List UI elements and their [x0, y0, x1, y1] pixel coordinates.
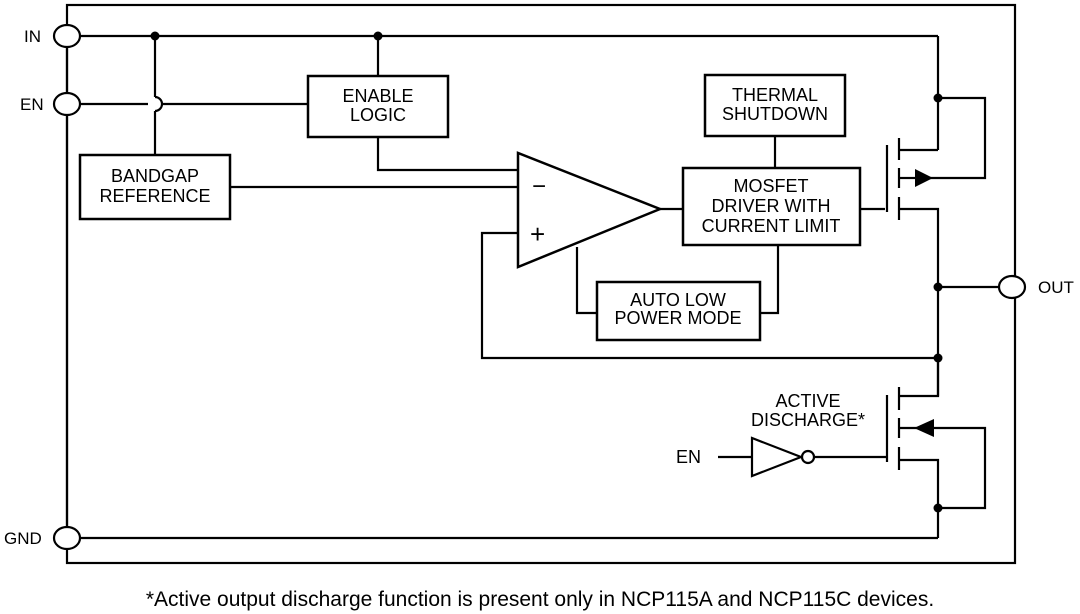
junction-dot — [933, 353, 943, 363]
error-amplifier — [516, 151, 664, 269]
bandgap-reference-block — [78, 153, 232, 221]
pin-in-circle — [52, 23, 82, 49]
auto-low-power-block — [595, 280, 762, 342]
opamp-to-auto-low — [575, 247, 597, 315]
pin-gnd-circle — [52, 525, 82, 551]
pin-gnd-label: GND — [4, 529, 42, 548]
discharge-body-wire — [932, 426, 987, 510]
junction-dot — [933, 503, 943, 513]
discharge-body-arrow — [914, 419, 934, 437]
junction-dot — [150, 31, 160, 41]
pass-body-wire — [930, 96, 987, 180]
thermal-shutdown-block — [703, 73, 847, 138]
pin-out-label: OUT — [1038, 278, 1074, 297]
inverter-bubble — [800, 449, 816, 465]
pass-source-wire — [900, 207, 940, 396]
mosfet-driver-label-2: DRIVER WITH — [712, 196, 831, 216]
active-discharge-label-1: ACTIVE — [775, 391, 840, 411]
enable-logic-label-1: ENABLE — [342, 86, 413, 106]
chip-outline — [65, 3, 1017, 565]
discharge-source-wire — [900, 458, 940, 538]
footnote: *Active output discharge function is pre… — [146, 588, 934, 611]
auto-low-label-1: AUTO LOW — [630, 290, 726, 310]
mosfet-driver-block — [681, 166, 862, 247]
thermal-label-1: THERMAL — [732, 85, 818, 105]
junction-dot — [933, 93, 943, 103]
pass-body-arrow — [915, 169, 933, 187]
opamp-plus-sign: + — [530, 219, 545, 249]
opamp-minus-sign: − — [532, 173, 546, 200]
pin-out-circle — [997, 274, 1027, 300]
bandgap-label-2: REFERENCE — [99, 186, 210, 206]
enable-logic-block — [306, 74, 450, 139]
active-discharge-label-2: DISCHARGE* — [751, 410, 865, 430]
driver-to-auto-low — [760, 245, 780, 315]
enable-logic-label-2: LOGIC — [350, 105, 406, 125]
discharge-drain-wire — [900, 358, 940, 398]
junction-dot — [933, 282, 943, 292]
enable-to-minus — [376, 137, 518, 172]
pin-in-label: IN — [24, 27, 41, 46]
mosfet-driver-label-1: MOSFET — [734, 176, 809, 196]
junction-dot — [373, 31, 383, 41]
crossover-hop — [154, 95, 164, 113]
auto-low-label-2: POWER MODE — [614, 308, 741, 328]
pin-en-label: EN — [20, 95, 44, 114]
mosfet-driver-label-3: CURRENT LIMIT — [702, 216, 841, 236]
bandgap-label-1: BANDGAP — [111, 166, 199, 186]
thermal-label-2: SHUTDOWN — [722, 104, 828, 124]
discharge-en-label: EN — [676, 447, 701, 467]
feedback-wire — [480, 231, 938, 360]
pin-en-circle — [52, 91, 82, 117]
inverter-symbol — [750, 436, 805, 478]
